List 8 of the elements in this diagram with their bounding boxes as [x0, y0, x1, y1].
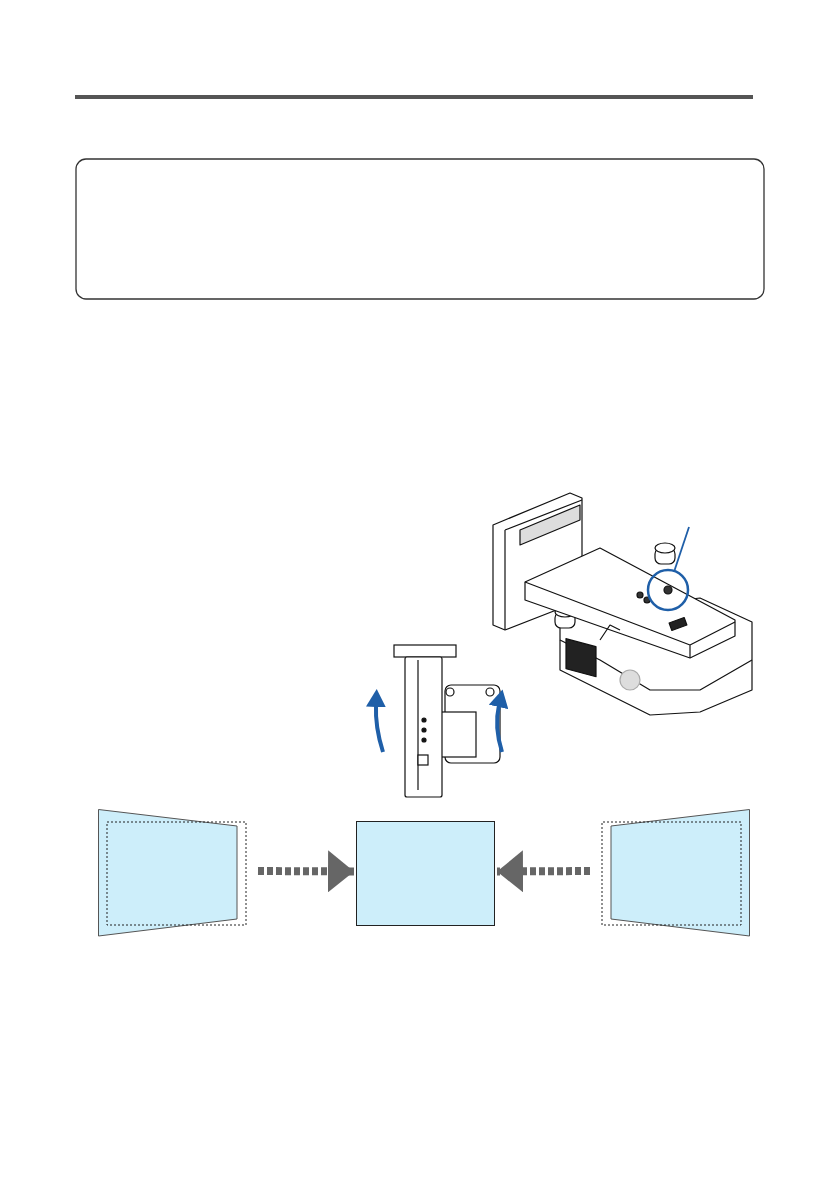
keystone-screen: [98, 809, 247, 937]
keystone-screen: [601, 809, 750, 937]
arrow: [496, 850, 591, 893]
corrected-screen: [356, 821, 495, 926]
note-box: [75, 158, 765, 300]
leader-line: [673, 526, 690, 571]
highlight-circle: [646, 568, 690, 612]
arrow: [257, 850, 355, 893]
